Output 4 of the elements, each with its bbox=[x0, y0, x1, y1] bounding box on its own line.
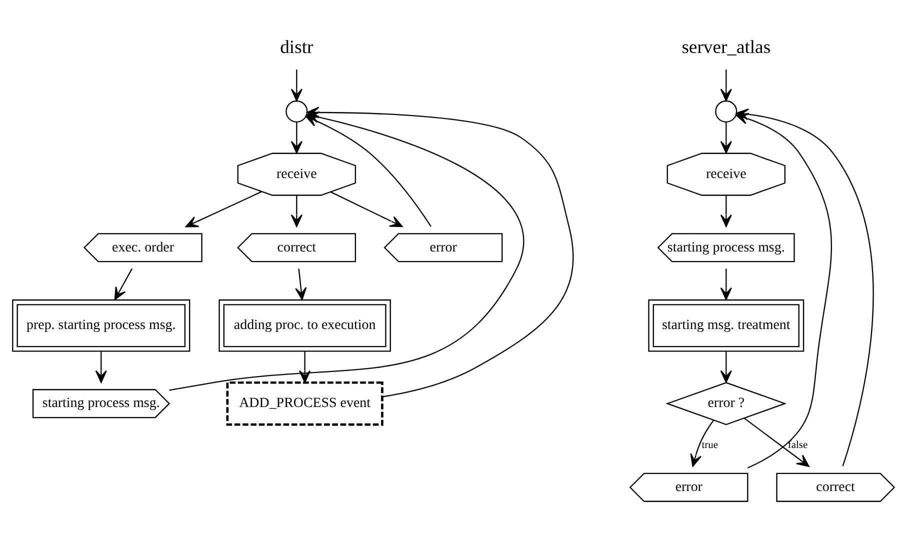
edge-label: false bbox=[788, 440, 808, 452]
edge-label: true bbox=[702, 440, 718, 452]
node-text: distr bbox=[280, 37, 314, 58]
node-text: server_atlas bbox=[682, 37, 771, 58]
